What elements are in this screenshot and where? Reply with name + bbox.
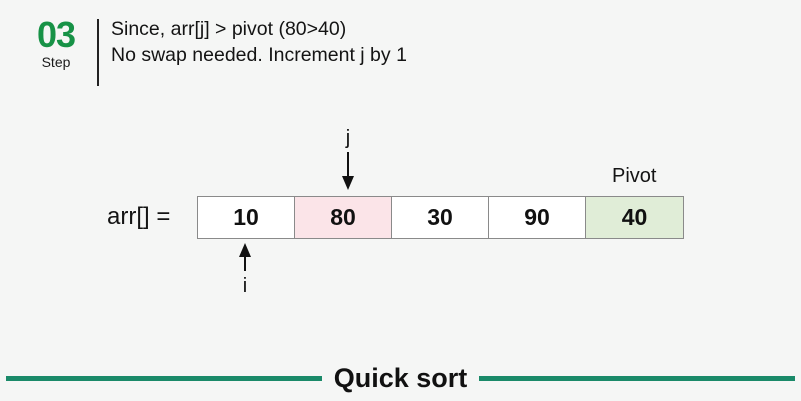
step-header: 03 Step Since, arr[j] > pivot (80>40) No… (26, 14, 407, 86)
array-cells: 10 80 30 90 40 (197, 196, 684, 239)
arrow-down-icon (342, 152, 354, 190)
footer-rule-right (479, 375, 796, 381)
step-word-label: Step (41, 54, 71, 71)
pointer-i: i (215, 243, 275, 296)
header-divider (97, 19, 99, 86)
step-number: 03 (36, 14, 76, 55)
array-variable-label: arr[] = (107, 203, 171, 230)
footer-rule-left (6, 375, 322, 381)
array-cell: 80 (295, 197, 392, 238)
arrow-up-icon (239, 243, 251, 271)
step-description-line-2: No swap needed. Increment j by 1 (111, 43, 407, 66)
pointer-j-label: j (345, 127, 351, 149)
array-cell: 30 (392, 197, 489, 238)
footer-banner: Quick sort (0, 362, 801, 394)
step-description: Since, arr[j] > pivot (80>40) No swap ne… (111, 14, 407, 68)
footer-title: Quick sort (333, 362, 468, 393)
array-cell: 90 (489, 197, 586, 238)
pointer-j: j (318, 128, 378, 192)
step-description-line-1: Since, arr[j] > pivot (80>40) (111, 18, 347, 40)
pivot-label: Pivot (612, 165, 657, 187)
step-badge: 03 Step (26, 14, 86, 71)
pointer-i-label: i (242, 275, 248, 297)
array-cell: 40 (586, 197, 683, 238)
array-cell: 10 (198, 197, 295, 238)
